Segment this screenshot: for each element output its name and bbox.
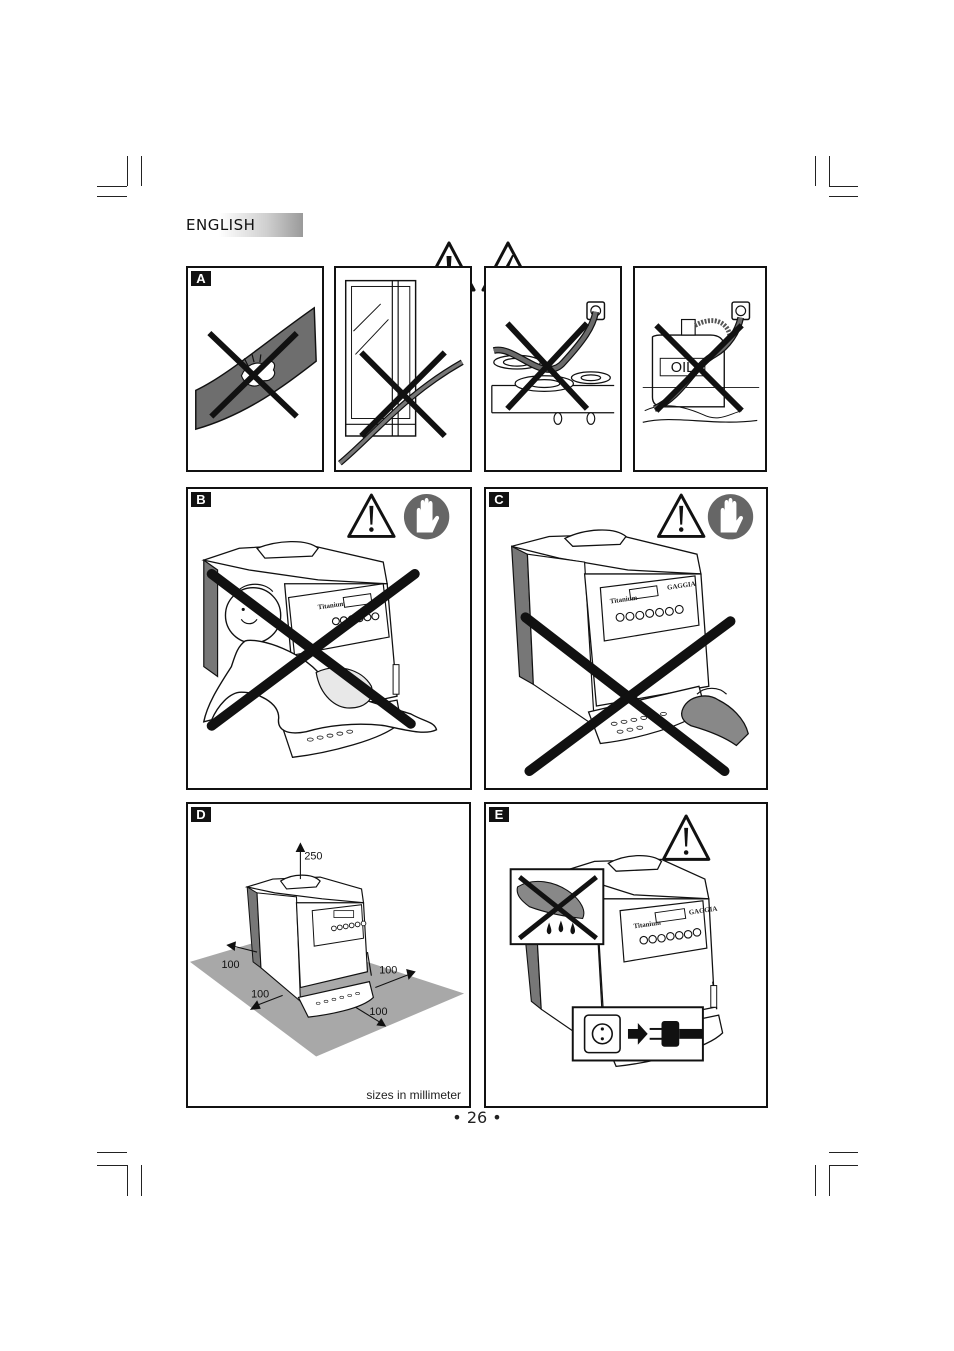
crop-mark: [829, 196, 858, 197]
machine-brand-label: GAGGIA: [688, 906, 717, 917]
crop-mark: [97, 1152, 127, 1153]
panel-label: A: [191, 271, 211, 286]
panel-a2: [334, 266, 472, 472]
units-caption: sizes in millimeter: [366, 1088, 461, 1102]
machine-model-label: Titanium: [633, 920, 661, 931]
panel-label: C: [489, 492, 509, 507]
stop-hand-icon: [403, 494, 450, 540]
panel-label: B: [191, 492, 211, 507]
prohibited-x-icon: [359, 350, 447, 439]
crop-mark: [829, 1165, 858, 1166]
crop-mark: [141, 156, 142, 186]
warning-triangle-icon: [347, 493, 396, 538]
prohibited-x-icon: [207, 330, 299, 419]
crop-mark: [829, 156, 830, 186]
panel-d: D 250 100 100 100 100 sizes i: [186, 802, 471, 1108]
wall-socket-icon: [731, 301, 751, 321]
dimension-front-right: 100: [369, 1006, 387, 1018]
panel-b: B Titanium: [186, 487, 472, 790]
dimension-front-left: 100: [251, 988, 269, 1000]
dimension-left: 100: [222, 959, 240, 971]
crop-mark: [97, 186, 127, 187]
crop-mark: [829, 1152, 858, 1153]
crop-mark: [127, 1165, 128, 1196]
panel-c: C GAGGIA Titanium: [484, 487, 768, 790]
crop-mark: [829, 186, 858, 187]
dimension-right: 100: [379, 965, 397, 977]
stop-hand-icon: [707, 494, 754, 540]
crop-mark: [829, 1165, 830, 1196]
page-number: • 26 •: [452, 1108, 502, 1127]
panel-label: D: [191, 807, 211, 822]
wall-socket-icon: [583, 1014, 621, 1054]
language-tab: ENGLISH: [183, 213, 303, 237]
prohibited-x-icon: [505, 321, 590, 411]
warning-triangle-icon: [661, 814, 711, 861]
prohibited-x-icon: [520, 612, 736, 777]
crop-mark: [97, 196, 127, 197]
oil-label: OIL: [671, 360, 694, 376]
panel-a1: A: [186, 266, 324, 472]
prohibited-x-icon: [654, 323, 744, 413]
machine-model-label: Titanium: [317, 601, 345, 612]
crop-mark: [127, 156, 128, 186]
machine-brand-label: GAGGIA: [667, 581, 696, 592]
panel-a3: [484, 266, 622, 472]
crop-mark: [141, 1165, 142, 1196]
power-plug-icon: [649, 1021, 703, 1047]
crop-mark: [97, 1165, 127, 1166]
panel-label: E: [489, 807, 509, 822]
crop-mark: [815, 156, 816, 186]
prohibited-x-icon: [206, 568, 420, 731]
panel-a4: OIL: [633, 266, 767, 472]
crop-mark: [815, 1165, 816, 1196]
machine-model-label: Titanium: [610, 595, 638, 606]
panel-e: E GAGGIA Titanium: [484, 802, 768, 1108]
dimension-top: 250: [304, 850, 322, 862]
warning-triangle-icon: [657, 493, 706, 538]
prohibited-x-icon: [517, 875, 598, 941]
